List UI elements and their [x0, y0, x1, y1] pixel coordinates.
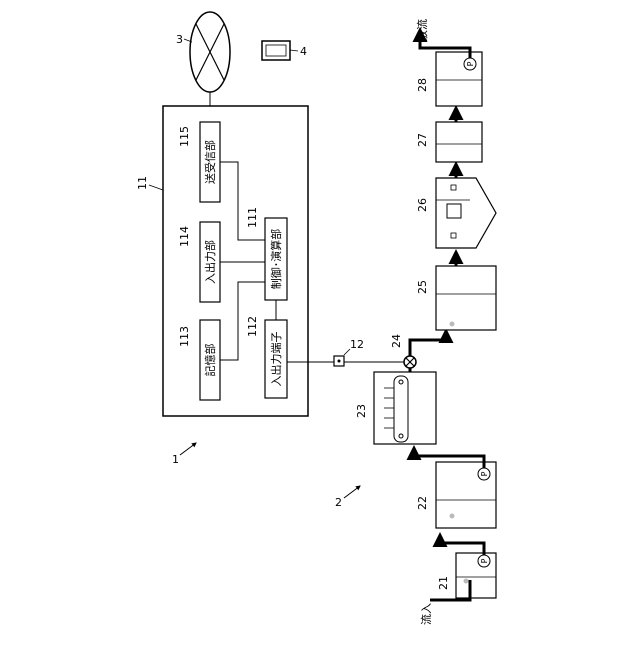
network-ref: 3 — [176, 33, 183, 46]
io-terminal-label: 入出力端子 — [269, 332, 283, 387]
calc-unit-ref: 111 — [246, 207, 259, 228]
io-unit-ref: 114 — [178, 226, 191, 247]
io-unit-label: 入出力部 — [203, 240, 217, 284]
pump-28-label: P — [466, 61, 475, 66]
valve-24-ref: 24 — [390, 334, 403, 348]
building-26 — [436, 178, 496, 248]
sensor-ref: 12 — [350, 338, 364, 351]
inflow-label: 流入 — [419, 603, 433, 625]
calc-unit-label: 制御･演算部 — [269, 229, 283, 290]
storage-unit-label: 記憶部 — [203, 344, 217, 377]
terminal-ref: 4 — [300, 45, 307, 58]
tank-21-ref: 21 — [437, 576, 450, 590]
system-ref: 1 — [172, 453, 179, 466]
tank-25-ref: 25 — [416, 280, 429, 294]
io-terminal-ref: 112 — [246, 316, 259, 337]
plant-ref: 2 — [335, 496, 342, 509]
comm-unit-ref: 115 — [178, 126, 191, 147]
terminal-device — [262, 41, 290, 60]
pump-22-label: P — [480, 471, 489, 476]
unit-23-ref: 23 — [355, 404, 368, 418]
building-26-ref: 26 — [416, 198, 429, 212]
outflow-label: 放流 — [415, 19, 429, 41]
tank-25 — [436, 266, 496, 330]
tank-27 — [436, 122, 482, 162]
comm-unit-label: 送受信部 — [203, 140, 217, 184]
network-node — [190, 12, 230, 92]
tank-28-ref: 28 — [416, 78, 429, 92]
storage-unit-ref: 113 — [178, 326, 191, 347]
tank-27-ref: 27 — [416, 133, 429, 147]
control-unit-ref: 11 — [136, 176, 149, 190]
tank-22-ref: 22 — [416, 496, 429, 510]
pump-21-label: P — [480, 558, 489, 563]
